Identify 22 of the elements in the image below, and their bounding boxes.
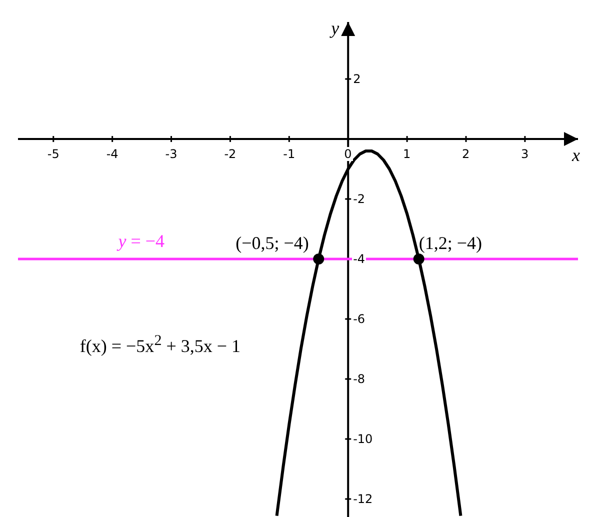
point-label: (1,2; −4)	[418, 233, 482, 253]
tick-label: -4	[105, 147, 120, 161]
tick-label: -2	[223, 147, 238, 161]
point-label: (−0,5; −4)	[236, 233, 309, 253]
tick-label: 0	[343, 147, 353, 161]
tick-label: 2	[461, 147, 471, 161]
tick-label: 1	[402, 147, 412, 161]
tick-label: 3	[520, 147, 530, 161]
tick-label: -4	[352, 252, 366, 266]
tick-label: -8	[352, 372, 366, 386]
tick-label: 2	[352, 72, 362, 86]
axis-label: y	[331, 18, 340, 38]
tick-label: -5	[46, 147, 60, 161]
tick-label: -1	[282, 147, 296, 161]
function-label: f(x) = −5x$^{2}$ + 3,5x − 1	[80, 332, 240, 356]
tick-label: -6	[352, 312, 366, 326]
line-label: y = −4	[118, 231, 165, 251]
tick-label: -3	[164, 147, 178, 161]
tick-label: -12	[352, 492, 374, 506]
axis-label: x	[572, 145, 580, 165]
tick-label: -10	[352, 432, 374, 446]
tick-label: -2	[352, 192, 366, 206]
